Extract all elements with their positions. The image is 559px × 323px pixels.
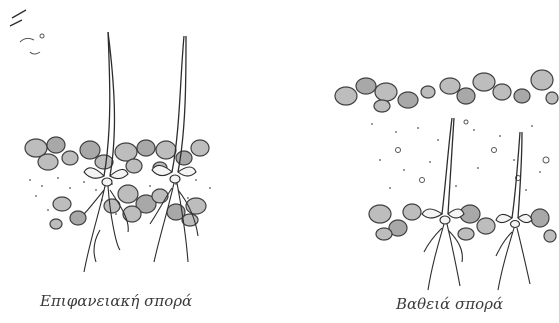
seedling-right-2 <box>496 132 532 290</box>
caption-surface-sowing: Επιφανειακή σπορά <box>40 292 192 310</box>
caption-deep-sowing: Βαθειά σπορά <box>396 295 503 313</box>
stone-layer-bottom <box>50 185 206 229</box>
deep-sowing-panel <box>335 70 558 290</box>
stone-layer-top <box>25 137 209 174</box>
surface-sowing-panel <box>25 32 211 272</box>
soil-particles <box>371 120 549 191</box>
scan-artifact <box>10 10 44 54</box>
seedling-right-1 <box>422 118 464 290</box>
stone-layer-top <box>335 70 558 112</box>
stone-layer-bottom <box>369 204 556 242</box>
